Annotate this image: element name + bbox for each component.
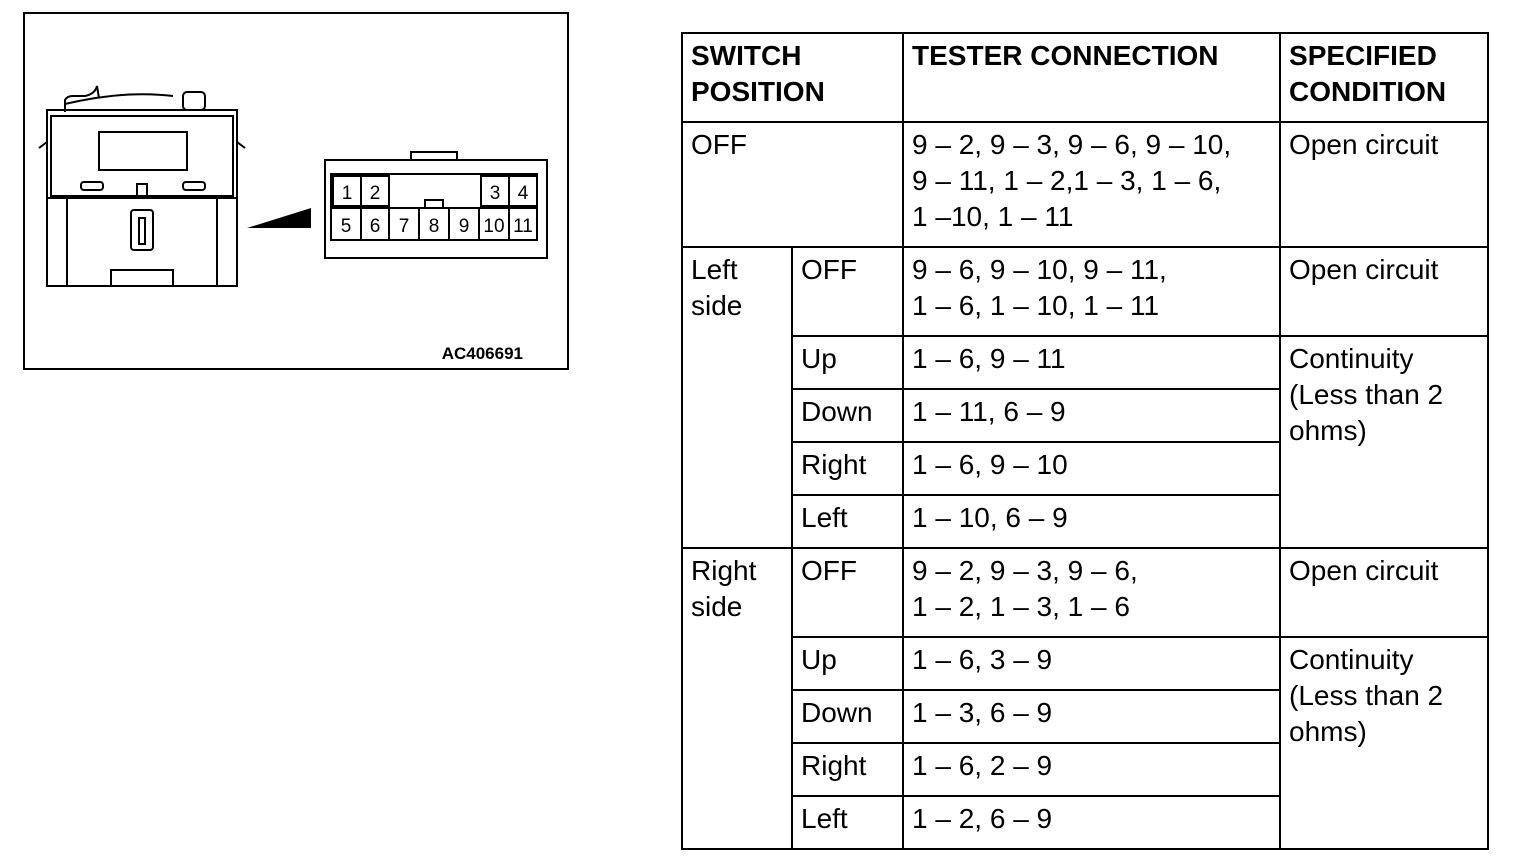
- left-side-label: Left side: [681, 246, 793, 549]
- position-cell: Up: [790, 636, 905, 691]
- tester-cell: 1 – 11, 6 – 9: [902, 388, 1282, 443]
- table-row: OFF 9 – 2, 9 – 3, 9 – 6, 9 – 10, 9 – 11,…: [680, 121, 1490, 248]
- table-row: Right 1 – 6, 2 – 9: [682, 742, 1488, 797]
- table-row: Down 1 – 3, 6 – 9: [682, 689, 1488, 744]
- position-cell: Right: [790, 441, 905, 496]
- pin-label: 7: [399, 216, 410, 237]
- switch-connector-drawing: 1 2 3 4 5 6 7 8 9 10 11: [38, 85, 548, 287]
- table-row: Left side OFF 9 – 6, 9 – 10, 9 – 11, 1 –…: [681, 246, 1490, 549]
- condition-cell: Continuity (Less than 2 ohms): [1279, 636, 1490, 850]
- tester-cell: 1 – 6, 3 – 9: [902, 636, 1282, 691]
- tester-cell: 9 – 2, 9 – 3, 9 – 6, 9 – 10, 9 – 11, 1 –…: [902, 121, 1282, 248]
- tester-cell: 1 – 6, 9 – 10: [902, 441, 1282, 496]
- position-cell: Down: [790, 388, 905, 443]
- tester-cell: 1 – 2, 6 – 9: [902, 795, 1282, 850]
- pin-label: 8: [429, 216, 440, 237]
- condition-cell: Continuity (Less than 2 ohms): [1279, 335, 1490, 549]
- connector-figure: 1 2 3 4 5 6 7 8 9 10 11 AC406691: [23, 12, 569, 370]
- pointer-arrow: [247, 208, 311, 228]
- header-specified-condition: SPECIFIED CONDITION: [1279, 32, 1490, 123]
- table-row: Up 1 – 6, 3 – 9 Continuity (Less than 2 …: [682, 636, 1490, 850]
- position-cell: OFF: [790, 246, 905, 337]
- header-switch-position: SWITCH POSITION: [680, 32, 905, 123]
- tester-cell: 9 – 2, 9 – 3, 9 – 6, 1 – 2, 1 – 3, 1 – 6: [902, 547, 1282, 638]
- table-row: Left 1 – 10, 6 – 9: [682, 494, 1488, 549]
- pin-label: 9: [459, 216, 470, 237]
- table-row: Right side OFF 9 – 2, 9 – 3, 9 – 6, 1 – …: [681, 547, 1490, 850]
- position-cell: Left: [790, 795, 905, 850]
- position-cell: Left: [790, 494, 905, 549]
- pin-label: 1: [342, 183, 353, 204]
- right-side-label: Right side: [681, 547, 793, 850]
- switch-continuity-table: SWITCH POSITION TESTER CONNECTION SPECIF…: [680, 32, 1490, 850]
- figure-code: AC406691: [441, 344, 523, 363]
- table-row: Up 1 – 6, 9 – 11 Continuity (Less than 2…: [682, 335, 1490, 549]
- pin-label: 10: [483, 216, 504, 237]
- condition-cell: Open circuit: [1279, 547, 1490, 638]
- table-row: Down 1 – 11, 6 – 9: [682, 388, 1488, 443]
- pin-label: 6: [370, 216, 381, 237]
- table-row: Left 1 – 2, 6 – 9: [682, 795, 1488, 850]
- condition-cell: Open circuit: [1279, 121, 1490, 248]
- pin-label: 11: [513, 216, 533, 237]
- connector-face-drawing: [324, 151, 548, 259]
- header-tester-connection: TESTER CONNECTION: [902, 32, 1282, 123]
- position-cell: Down: [790, 689, 905, 744]
- tester-cell: 1 – 3, 6 – 9: [902, 689, 1282, 744]
- pin-label: 2: [370, 183, 381, 204]
- tester-cell: 9 – 6, 9 – 10, 9 – 11, 1 – 6, 1 – 10, 1 …: [902, 246, 1282, 337]
- position-cell: OFF: [790, 547, 905, 638]
- pin-label: 3: [490, 183, 501, 204]
- table-row: Right 1 – 6, 9 – 10: [682, 441, 1488, 496]
- table-header-row: SWITCH POSITION TESTER CONNECTION SPECIF…: [680, 32, 1490, 123]
- pin-label: 5: [341, 216, 352, 237]
- position-cell: OFF: [680, 121, 905, 248]
- condition-cell: Open circuit: [1279, 246, 1490, 337]
- tester-cell: 1 – 6, 2 – 9: [902, 742, 1282, 797]
- position-cell: Right: [790, 742, 905, 797]
- tester-cell: 1 – 10, 6 – 9: [902, 494, 1282, 549]
- switch-body-drawing: [38, 85, 246, 287]
- position-cell: Up: [790, 335, 905, 390]
- tester-cell: 1 – 6, 9 – 11: [902, 335, 1282, 390]
- pin-label: 4: [518, 183, 529, 204]
